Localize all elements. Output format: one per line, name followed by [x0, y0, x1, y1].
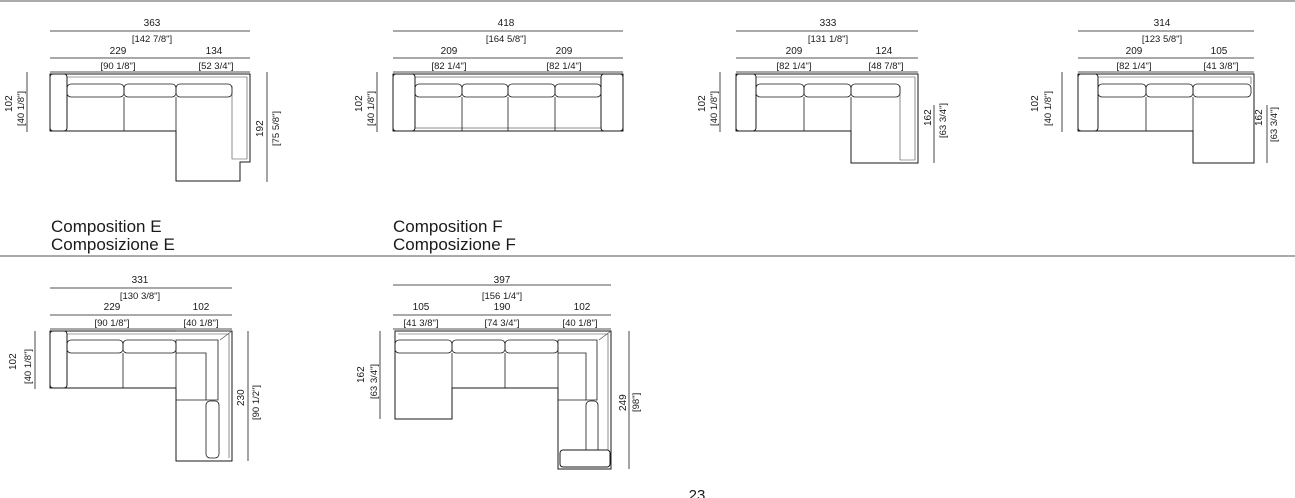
- dim-total: 331: [132, 275, 149, 286]
- dim-seg1-inches: [82 1/4"]: [1116, 61, 1151, 72]
- dim-total: 363: [144, 18, 161, 29]
- dim-side: 230: [236, 389, 247, 406]
- dim-total-inches: [123 5/8"]: [1142, 34, 1182, 45]
- dim-seg1: 209: [441, 46, 458, 57]
- sofa-diagram-top4: 314 [123 5/8"] 209 [82 1/4"] 105 [41 3/8…: [1030, 18, 1280, 164]
- dim-seg2: 105: [1211, 46, 1228, 57]
- dim-total-inches: [156 1/4"]: [482, 291, 522, 302]
- dim-seg2: 124: [876, 46, 893, 57]
- dim-total-inches: [131 1/8"]: [808, 34, 848, 45]
- sofa-diagram-composition-e: 331 [130 3/8"] 229 [90 1/8"] 102 [40 1/8…: [8, 275, 262, 462]
- dim-seg3: 102: [574, 302, 591, 313]
- dim-total: 333: [820, 18, 837, 29]
- dim-depth: 102: [4, 95, 15, 112]
- dim-depth: 162: [356, 366, 367, 383]
- dim-seg1: 229: [104, 302, 121, 313]
- dim-depth: 102: [354, 95, 365, 112]
- dim-seg2-inches: [52 3/4"]: [198, 61, 233, 72]
- dim-depth-inches: [40 1/8"]: [1043, 91, 1054, 126]
- sofa-diagram-top3: 333 [131 1/8"] 209 [82 1/4"] 124 [48 7/8…: [697, 18, 949, 164]
- dim-seg2: 190: [494, 302, 511, 313]
- dim-seg1: 209: [1126, 46, 1143, 57]
- dim-depth: 102: [1030, 95, 1041, 112]
- dim-seg2-inches: [41 3/8"]: [1203, 61, 1238, 72]
- dim-total-inches: [164 5/8"]: [486, 34, 526, 45]
- dim-seg1-inches: [82 1/4"]: [776, 61, 811, 72]
- dim-seg3-inches: [40 1/8"]: [562, 318, 597, 329]
- dim-seg1: 229: [110, 46, 127, 57]
- dim-depth: 102: [697, 95, 708, 112]
- dim-seg1-inches: [90 1/8"]: [100, 61, 135, 72]
- dim-side: 162: [923, 109, 934, 126]
- dim-side-inches: [98"]: [631, 393, 642, 412]
- dim-depth-inches: [63 3/4"]: [369, 364, 380, 399]
- dim-seg2-inches: [74 3/4"]: [484, 318, 519, 329]
- sofa-diagram-top2: 418 [164 5/8"] 209 [82 1/4"] 209 [82 1/4…: [354, 18, 624, 132]
- dim-seg1: 209: [786, 46, 803, 57]
- dim-total: 397: [494, 275, 511, 286]
- dim-total: 418: [498, 18, 515, 29]
- sofa-diagram-composition-f: 397 [156 1/4"] 105 [41 3/8"] 190 [74 3/4…: [356, 275, 642, 470]
- dim-side: 249: [618, 394, 629, 411]
- dim-depth-inches: [40 1/8"]: [16, 91, 27, 126]
- caption-f-english: Composition F: [393, 217, 503, 236]
- dim-depth: 102: [8, 353, 19, 370]
- dim-depth-inches: [40 1/8"]: [23, 349, 34, 384]
- sofa-diagram-top1: 363 [142 7/8"] 229 [90 1/8"] 134 [52 3/4…: [4, 18, 282, 182]
- dim-seg1-inches: [82 1/4"]: [431, 61, 466, 72]
- caption-f-italian: Composizione F: [393, 235, 516, 254]
- dim-seg2: 209: [556, 46, 573, 57]
- caption-e-english: Composition E: [51, 217, 162, 236]
- dim-seg2-inches: [82 1/4"]: [546, 61, 581, 72]
- dim-seg1: 105: [413, 302, 430, 313]
- dim-side: 192: [255, 120, 266, 137]
- dim-seg2: 134: [206, 46, 223, 57]
- dim-side-inches: [75 5/8"]: [271, 111, 282, 146]
- dim-seg2-inches: [48 7/8"]: [868, 61, 903, 72]
- dim-side-inches: [90 1/2"]: [251, 385, 262, 420]
- dim-side-inches: [63 3/4"]: [1269, 107, 1280, 142]
- page-number: 23: [689, 487, 706, 498]
- dim-seg1-inches: [41 3/8"]: [403, 318, 438, 329]
- dim-total-inches: [130 3/8"]: [120, 291, 160, 302]
- dim-side-inches: [63 3/4"]: [938, 103, 949, 138]
- dim-total-inches: [142 7/8"]: [132, 34, 172, 45]
- dim-seg2-inches: [40 1/8"]: [183, 318, 218, 329]
- dim-seg2: 102: [193, 302, 210, 313]
- dim-depth-inches: [40 1/8"]: [709, 91, 720, 126]
- dim-side: 162: [1254, 109, 1265, 126]
- dim-seg1-inches: [90 1/8"]: [94, 318, 129, 329]
- dim-total: 314: [1154, 18, 1171, 29]
- dim-depth-inches: [40 1/8"]: [366, 91, 377, 126]
- caption-e-italian: Composizione E: [51, 235, 175, 254]
